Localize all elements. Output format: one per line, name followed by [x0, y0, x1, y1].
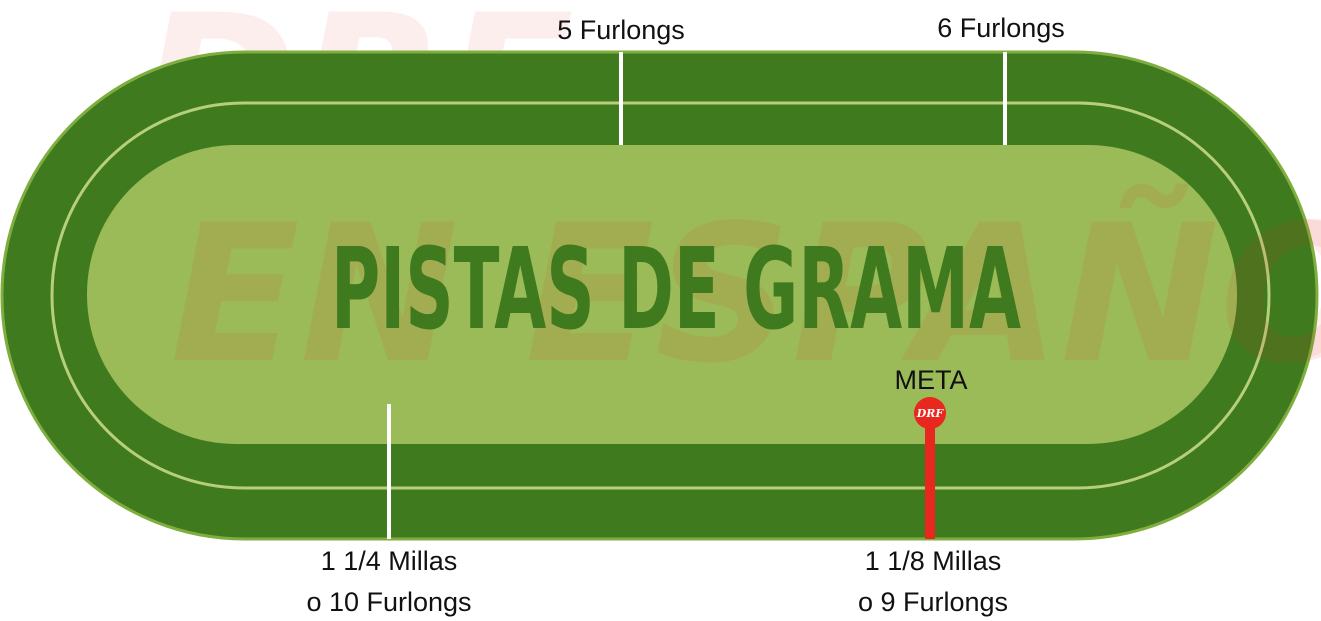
- finish-post: [925, 418, 935, 539]
- label-mile-quarter-line2: o 10 Furlongs: [306, 587, 471, 617]
- watermark-infield-text: EN ESPAÑOL: [170, 182, 1321, 405]
- label-mile-quarter-line1: 1 1/4 Millas: [321, 546, 458, 576]
- label-five-furlongs: 5 Furlongs: [557, 15, 685, 45]
- inner-rail: [50, 101, 1271, 490]
- label-mile-eighth-line1: 1 1/8 Millas: [865, 546, 1002, 576]
- logo-text: DRF: [916, 407, 945, 420]
- finish-post-logo: [914, 397, 946, 429]
- label-six-furlongs: 6 Furlongs: [937, 13, 1065, 43]
- label-meta: META: [895, 365, 968, 395]
- watermark-infield: EN ESPAÑOL: [170, 182, 1321, 405]
- infield: [87, 145, 1237, 444]
- track-title: PISTAS DE GRAMA: [331, 225, 1021, 355]
- label-mile-eighth-line2: o 9 Furlongs: [858, 587, 1008, 617]
